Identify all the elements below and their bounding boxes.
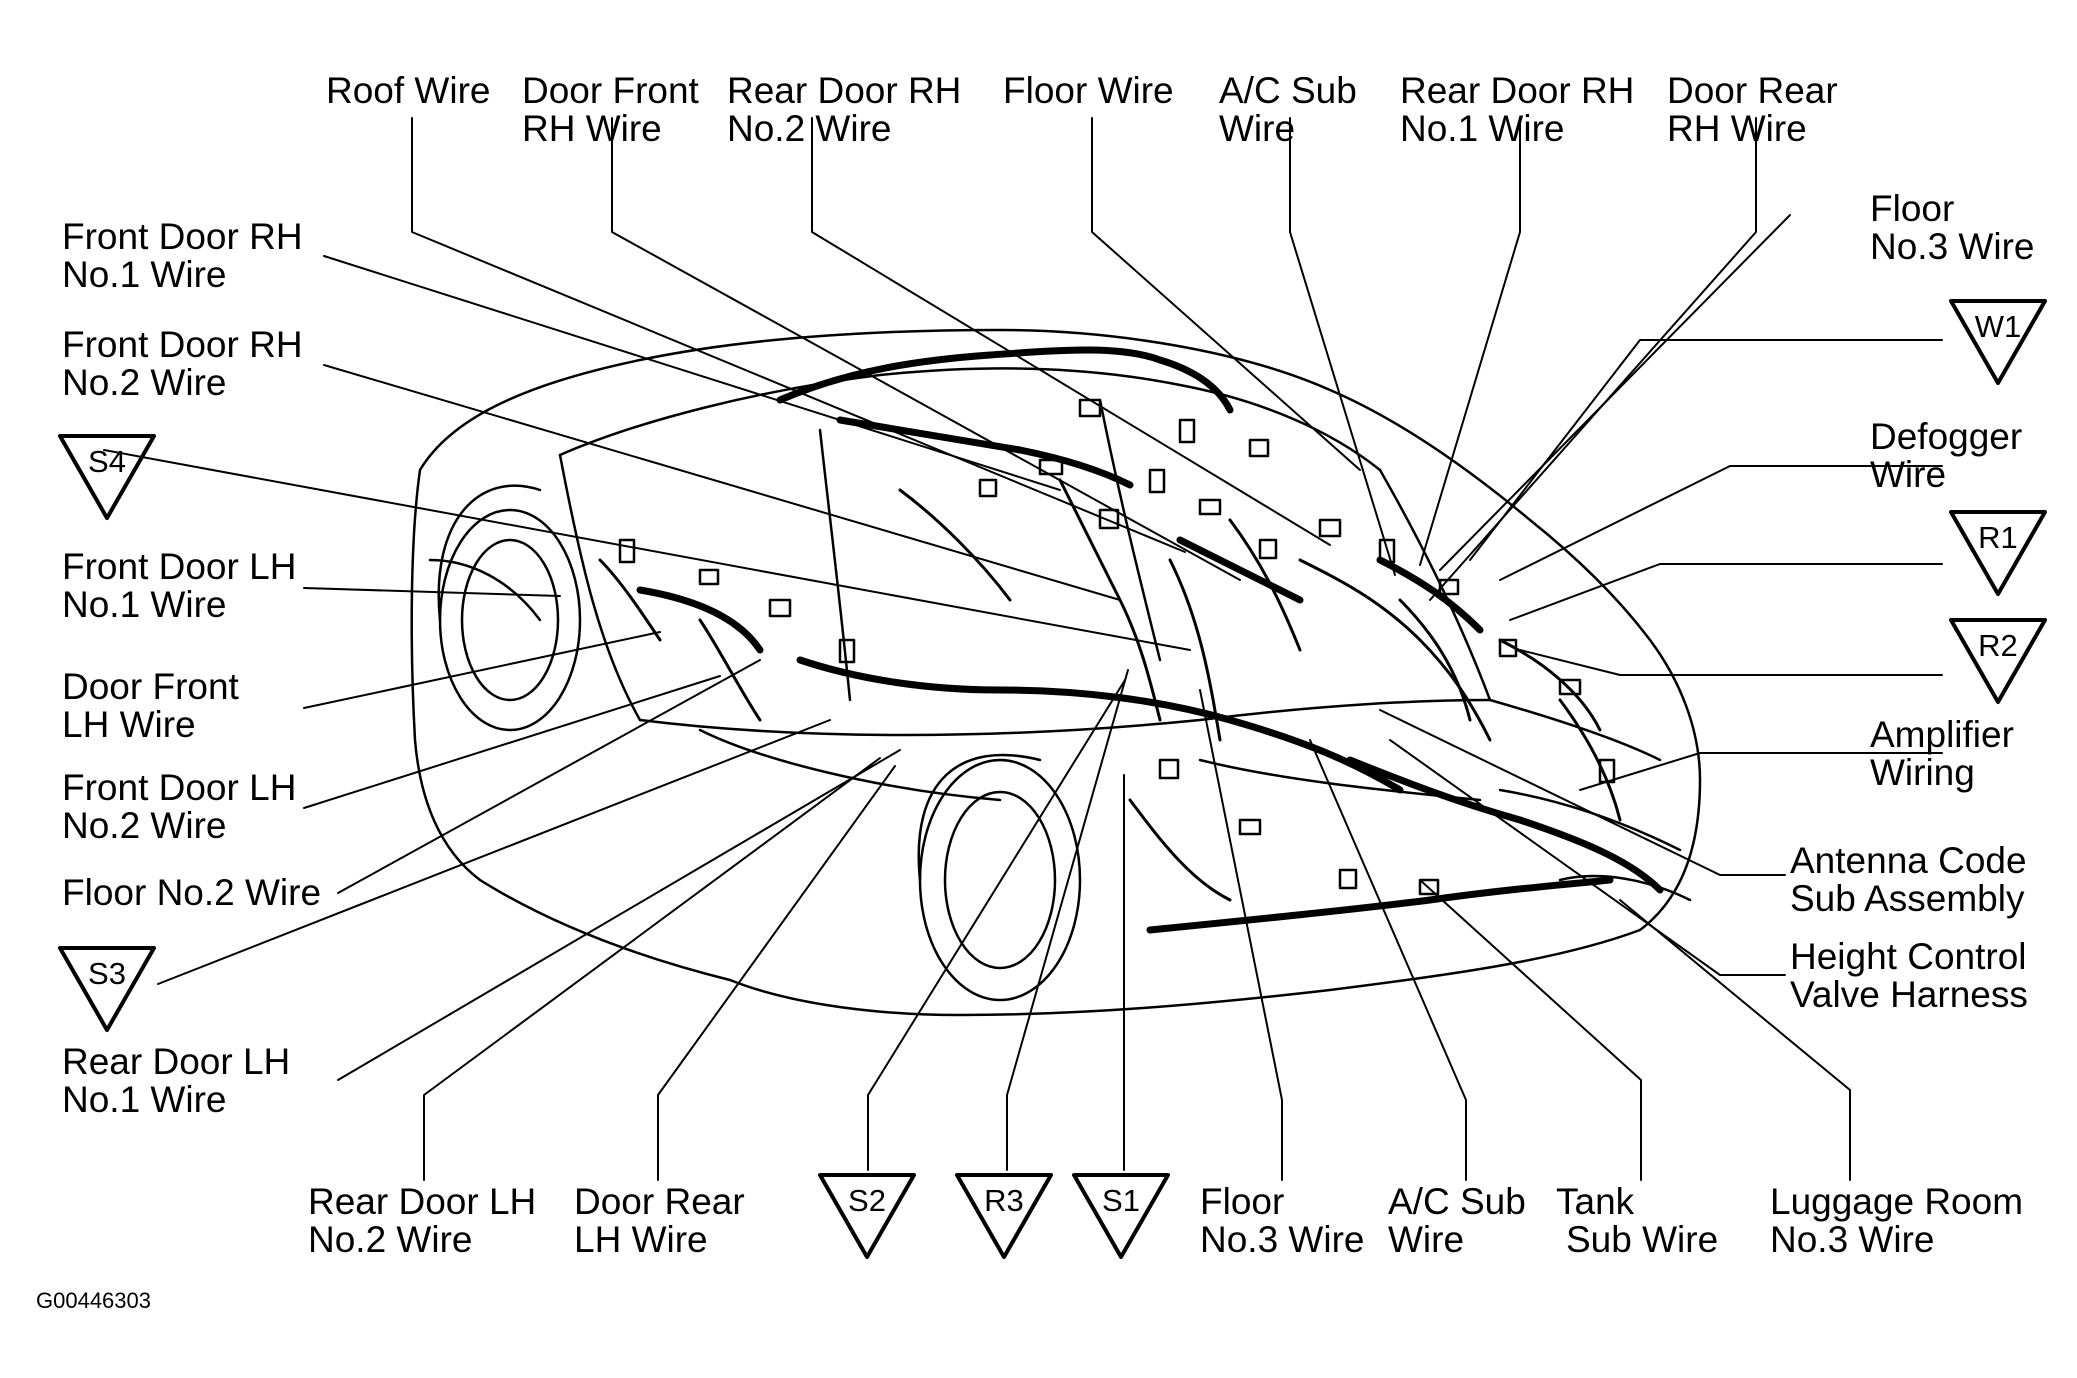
label-door-front-rh-wire: Door Front RH Wire xyxy=(522,70,699,149)
label-rear-door-rh-no1-wire: Rear Door RH No.1 Wire xyxy=(1400,70,1635,149)
leader-lines xyxy=(103,117,1943,1181)
label-front-door-rh-no2-wire: Front Door RH No.2 Wire xyxy=(62,324,303,403)
label-door-front-lh-wire: Door Front LH Wire xyxy=(62,666,239,745)
label-height-control-valve-harness: Height Control Valve Harness xyxy=(1790,936,2028,1015)
label-floor-no3-wire-bottom: Floor No.3 Wire xyxy=(1200,1181,1365,1260)
label-floor-no2-wire: Floor No.2 Wire xyxy=(62,872,322,913)
marker-s2-shape xyxy=(818,1173,916,1259)
marker-s4-shape xyxy=(58,434,156,520)
marker-r2-label: R2 xyxy=(1978,628,2018,663)
label-front-door-lh-no2-wire: Front Door LH No.2 Wire xyxy=(62,767,297,846)
marker-w1-label: W1 xyxy=(1975,309,2022,344)
label-door-rear-lh-wire: Door Rear LH Wire xyxy=(574,1181,745,1260)
marker-s4-label: S4 xyxy=(88,444,126,479)
marker-r1-shape xyxy=(1949,510,2047,596)
label-ac-sub-wire-top: A/C Sub Wire xyxy=(1219,70,1357,149)
label-front-door-lh-no1-wire: Front Door LH No.1 Wire xyxy=(62,546,297,625)
label-front-door-rh-no1-wire: Front Door RH No.1 Wire xyxy=(62,216,303,295)
car-body-outline xyxy=(410,328,1702,1017)
label-tank-sub-wire: Tank Sub Wire xyxy=(1556,1181,1719,1260)
marker-triangles xyxy=(58,299,2047,1259)
label-defogger-wire: Defogger Wire xyxy=(1870,416,2023,495)
figure-code: G00446303 xyxy=(36,1288,151,1313)
marker-s3-shape xyxy=(58,946,156,1032)
marker-s1-shape xyxy=(1072,1173,1170,1259)
marker-s3-label: S3 xyxy=(88,956,126,991)
wheel-rear xyxy=(437,484,582,732)
label-rear-door-rh-no2-wire: Rear Door RH No.2 Wire xyxy=(727,70,962,149)
marker-w1-shape xyxy=(1949,299,2047,385)
label-antenna-code-sub-assembly: Antenna Code Sub Assembly xyxy=(1790,840,2027,919)
marker-r3-shape xyxy=(955,1173,1053,1259)
marker-r2-shape xyxy=(1949,618,2047,704)
label-rear-door-lh-no2-wire: Rear Door LH No.2 Wire xyxy=(308,1181,537,1260)
marker-r1-label: R1 xyxy=(1978,520,2018,555)
harness-connectors xyxy=(618,398,1616,896)
harness-bundles xyxy=(636,346,1664,934)
label-roof-wire: Roof Wire xyxy=(326,70,491,111)
label-amplifier-wiring: Amplifier Wiring xyxy=(1870,714,2014,793)
label-rear-door-lh-no1-wire: Rear Door LH No.1 Wire xyxy=(62,1041,291,1120)
harness-branches xyxy=(598,478,1622,902)
label-floor-no3-wire-top: Floor No.3 Wire xyxy=(1870,188,2035,267)
wheel-front xyxy=(917,753,1082,1002)
label-floor-wire: Floor Wire xyxy=(1003,70,1174,111)
marker-s1-label: S1 xyxy=(1102,1183,1140,1218)
label-luggage-room-no3-wire: Luggage Room No.3 Wire xyxy=(1770,1181,2024,1260)
marker-r3-label: R3 xyxy=(984,1183,1024,1218)
label-ac-sub-wire-bottom: A/C Sub Wire xyxy=(1388,1181,1526,1260)
label-door-rear-rh-wire: Door Rear RH Wire xyxy=(1667,70,1838,149)
marker-s2-label: S2 xyxy=(848,1183,886,1218)
